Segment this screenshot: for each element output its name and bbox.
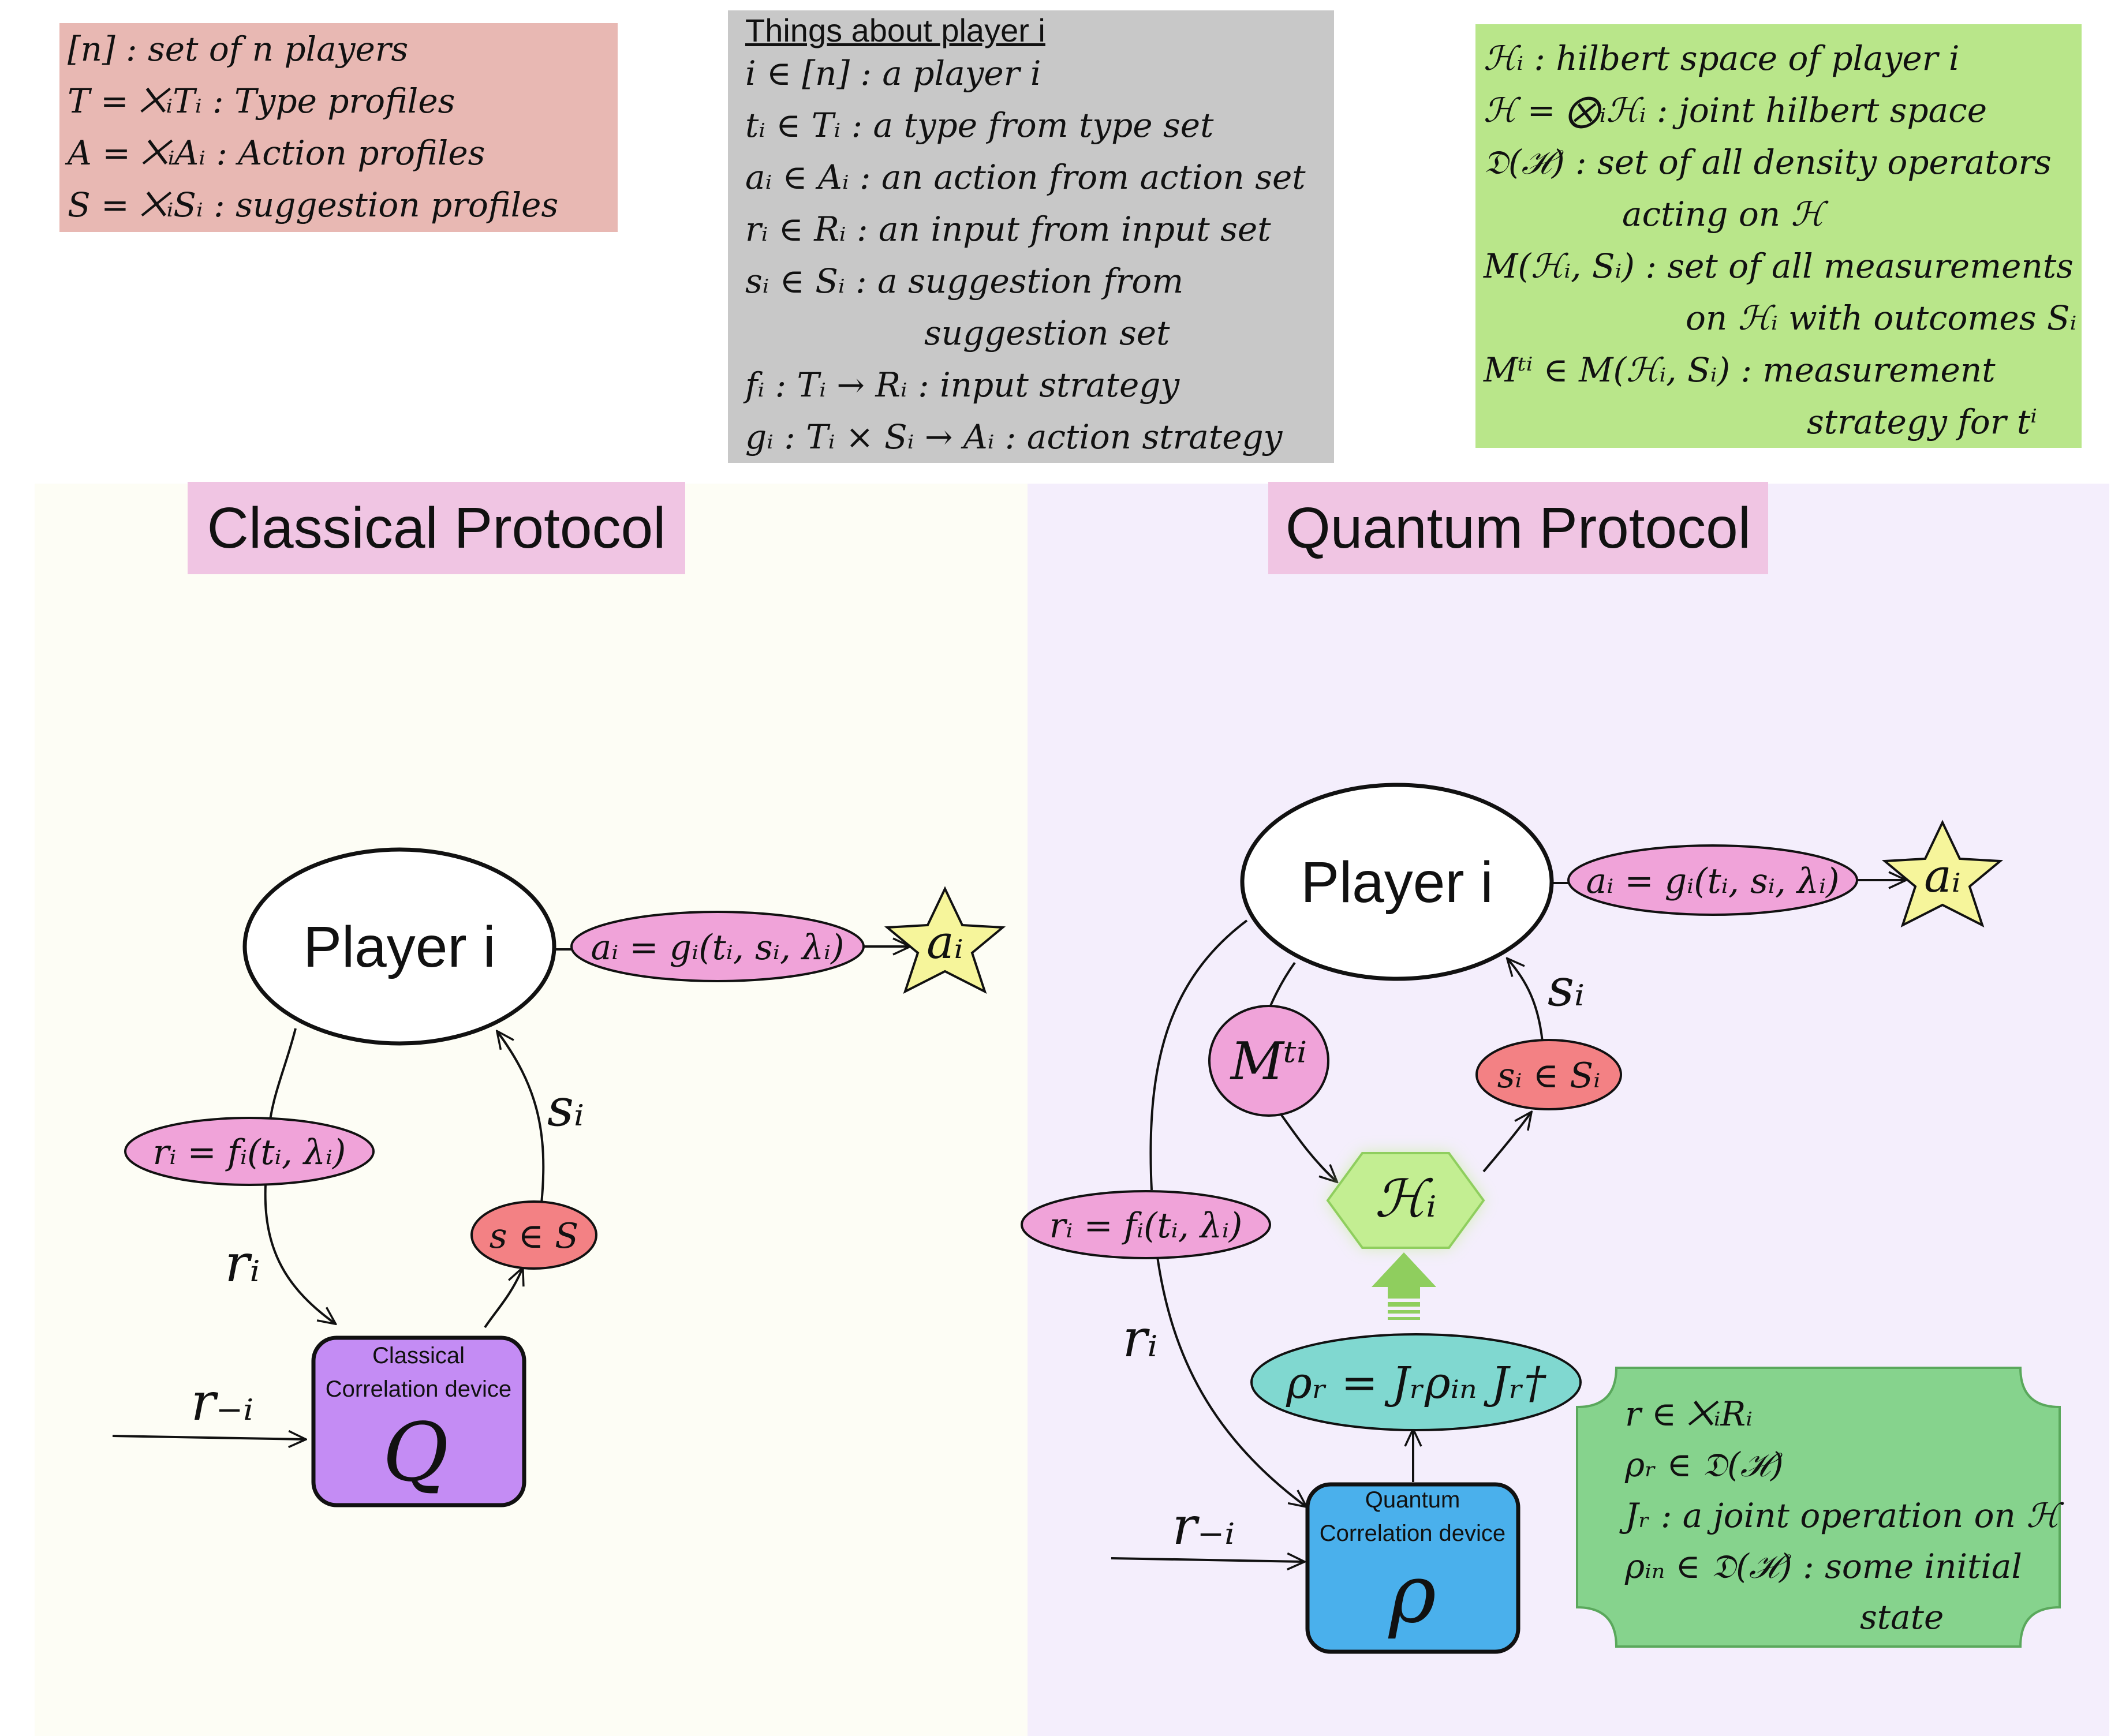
- quantum-outcome-label: aᵢ: [1924, 849, 1961, 903]
- classical-action-label: aᵢ = gᵢ(tᵢ, sᵢ, λᵢ): [591, 927, 845, 968]
- classical-input-to-device-arrow: [264, 1184, 335, 1323]
- sets-definition-box: [n] : set of n players T = ⨉ᵢTᵢ : Type p…: [59, 23, 618, 232]
- quantum-input-label: rᵢ = fᵢ(tᵢ, λᵢ): [1049, 1206, 1243, 1246]
- classical-correlation-device: [311, 1335, 526, 1507]
- quantum-player-label: Player i: [1301, 850, 1493, 915]
- player-line: fᵢ : Tᵢ → Rᵢ : input strategy: [745, 365, 1180, 405]
- quantum-protocol-title: Quantum Protocol: [1268, 482, 1768, 574]
- quantum-measurement-node: [1208, 1005, 1329, 1117]
- quantum-suggestion-node: [1475, 1039, 1622, 1110]
- quantum-measurement-label: Mᵗⁱ: [1230, 1031, 1307, 1092]
- classical-s-i-label: sᵢ: [547, 1077, 584, 1138]
- classical-r-i-label: rᵢ: [225, 1233, 260, 1294]
- hilbert-line: ℋ = ⨂ᵢℋᵢ : joint hilbert space: [1484, 91, 1987, 130]
- player-line: i ∈ [n] : a player i: [745, 54, 1041, 93]
- quantum-state-to-hilbert-arrow: [1372, 1252, 1436, 1320]
- classical-outcome-star: [884, 886, 1006, 994]
- classical-device-line2: Correlation device: [326, 1376, 511, 1402]
- player-line: suggestion set: [924, 313, 1170, 353]
- player-line: sᵢ ∈ Sᵢ : a suggestion from: [745, 261, 1184, 301]
- player-line: tᵢ ∈ Tᵢ : a type from type set: [745, 106, 1214, 145]
- quantum-outcome-star: [1881, 820, 2004, 927]
- quantum-r-minus-i-label: r₋ᵢ: [1172, 1496, 1235, 1557]
- quantum-hilbert-label: ℋᵢ: [1374, 1169, 1436, 1229]
- sets-line: S = ⨉ᵢSᵢ : suggestion profiles: [68, 185, 559, 225]
- hilbert-line: ℋᵢ : hilbert space of player i: [1484, 39, 1960, 78]
- quantum-input-to-device-arrow: [1156, 1256, 1306, 1506]
- classical-input-label: rᵢ = fᵢ(tᵢ, λᵢ): [153, 1132, 346, 1173]
- classical-r-minus-i-label: r₋ᵢ: [191, 1372, 254, 1432]
- quantum-suggestion-label: sᵢ ∈ Sᵢ: [1497, 1056, 1601, 1096]
- quantum-state-label: ρᵣ = Jᵣρᵢₙ Jᵣ†: [1286, 1357, 1546, 1408]
- player-line: gᵢ : Tᵢ × Sᵢ → Aᵢ : action strategy: [745, 417, 1283, 457]
- quantum-device-symbol: ρ: [1388, 1547, 1436, 1641]
- classical-suggestion-label: s ∈ S: [490, 1216, 578, 1256]
- classical-player-label: Player i: [303, 915, 495, 979]
- hilbert-definition-box: ℋᵢ : hilbert space of player i ℋ = ⨂ᵢℋᵢ …: [1475, 24, 2082, 448]
- sets-line: T = ⨉ᵢTᵢ : Type profiles: [68, 81, 455, 121]
- quantum-player-node: [1240, 783, 1554, 981]
- sets-line: [n] : set of n players: [68, 29, 409, 69]
- quantum-hilbert-to-suggestion-arrow: [1482, 1113, 1531, 1173]
- quantum-action-label: aᵢ = gᵢ(tᵢ, sᵢ, λᵢ): [1586, 861, 1840, 901]
- hilbert-line: M(ℋᵢ, Sᵢ) : set of all measurements: [1484, 246, 2074, 286]
- classical-outcome-label: aᵢ: [926, 915, 963, 969]
- quantum-hilbert-node: [1326, 1152, 1485, 1249]
- joint-box-line: Jᵣ : a joint operation on ℋ: [1619, 1496, 2064, 1535]
- quantum-s-i-label: sᵢ: [1548, 957, 1585, 1018]
- classical-device-to-suggestion-arrow: [484, 1269, 522, 1329]
- quantum-state-node: [1250, 1333, 1582, 1431]
- classical-action-node: [570, 911, 865, 982]
- classical-device-line1: Classical: [372, 1343, 465, 1368]
- quantum-action-node: [1567, 844, 1858, 916]
- classical-player-node: [242, 847, 556, 1046]
- player-line: aᵢ ∈ Aᵢ : an action from action set: [745, 158, 1306, 197]
- joint-box-line: ρᵣ ∈ 𝔇(ℋ): [1624, 1445, 1784, 1484]
- hilbert-line: 𝔇(ℋ) : set of all density operators: [1484, 143, 2052, 182]
- classical-suggestion-to-player-arrow: [498, 1032, 545, 1204]
- quantum-correlation-device: [1305, 1482, 1520, 1654]
- classical-panel: [35, 484, 1028, 1736]
- player-definition-box: Things about player i i ∈ [n] : a player…: [728, 10, 1334, 463]
- quantum-r-i-label: rᵢ: [1122, 1308, 1157, 1369]
- quantum-measurement-to-hilbert-arrow: [1277, 1110, 1336, 1181]
- quantum-other-inputs-arrow: [1111, 1558, 1303, 1562]
- hilbert-line: strategy for tⁱ: [1807, 402, 2037, 442]
- quantum-input-node: [1021, 1190, 1271, 1259]
- hilbert-line: acting on ℋ: [1622, 194, 1824, 234]
- hilbert-line: Mᵗⁱ ∈ M(ℋᵢ, Sᵢ) : measurement: [1484, 350, 1996, 390]
- classical-device-symbol: Q: [383, 1406, 449, 1500]
- player-box-heading: Things about player i: [745, 12, 1045, 48]
- classical-protocol-title: Classical Protocol: [188, 482, 685, 574]
- classical-suggestion-node: [470, 1200, 597, 1270]
- hilbert-line: on ℋᵢ with outcomes Sᵢ: [1686, 298, 2077, 338]
- quantum-suggestion-to-player-arrow: [1508, 959, 1544, 1042]
- sets-line: A = ⨉ᵢAᵢ : Action profiles: [68, 133, 485, 173]
- classical-other-inputs-arrow: [112, 1436, 305, 1439]
- player-line: rᵢ ∈ Rᵢ : an input from input set: [745, 209, 1271, 249]
- quantum-device-line1: Quantum: [1365, 1487, 1460, 1513]
- quantum-player-to-input-line: [1149, 919, 1248, 1191]
- quantum-device-line2: Correlation device: [1320, 1521, 1505, 1546]
- joint-box-line: state: [1860, 1597, 1944, 1637]
- joint-box-line: ρᵢₙ ∈ 𝔇(ℋ) : some initial: [1624, 1547, 2022, 1586]
- joint-box-line: r ∈ ⨉ᵢRᵢ: [1625, 1394, 1753, 1434]
- classical-input-node: [124, 1117, 375, 1186]
- joint-operation-box: [1576, 1367, 2061, 1648]
